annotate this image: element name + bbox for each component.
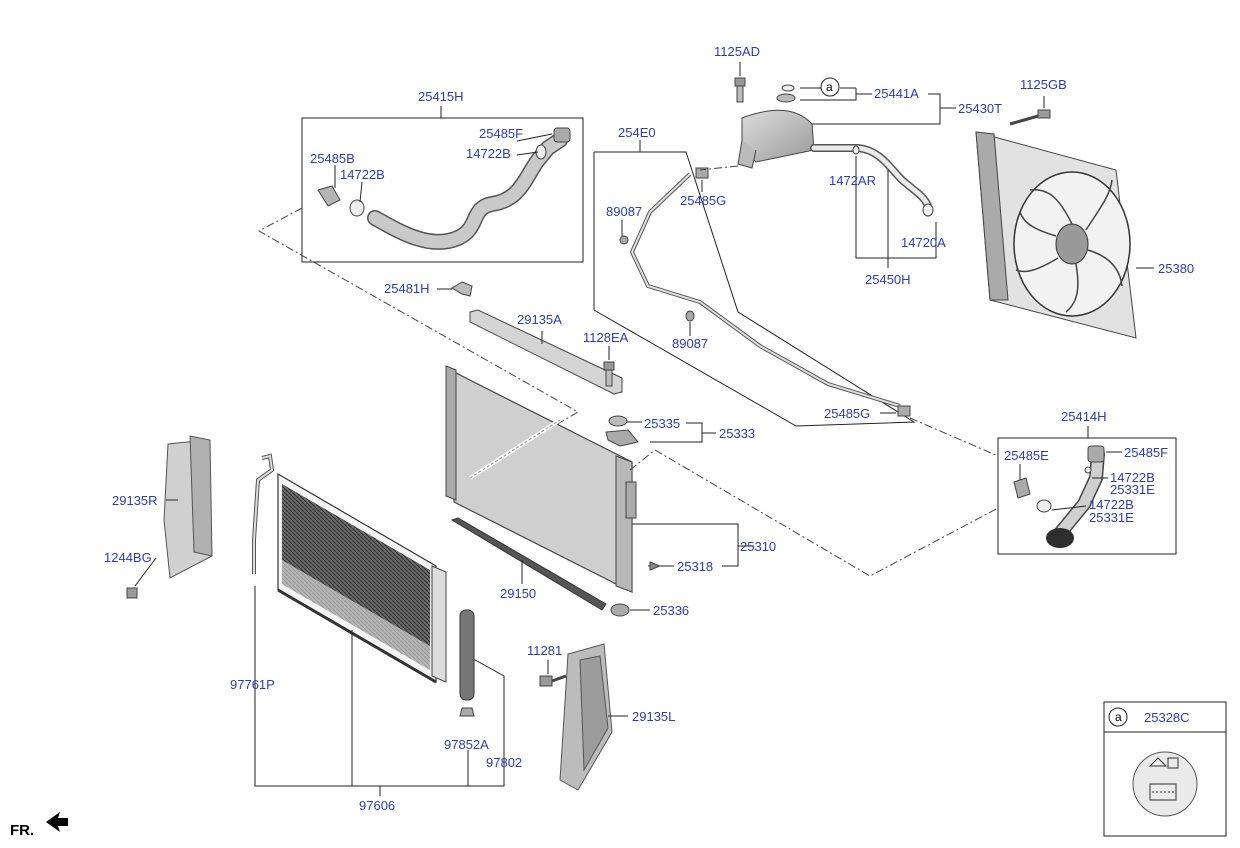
label-25331e-b[interactable]: 25331E	[1089, 510, 1134, 525]
inset-cap-group	[1103, 701, 1227, 837]
label-25485g-lower[interactable]: 25485G	[824, 406, 871, 421]
label-29135a[interactable]: 29135A	[517, 312, 562, 327]
label-29135r[interactable]: 29135R	[112, 493, 158, 508]
upper-hose-group	[301, 106, 584, 263]
bolt-11281-part	[539, 660, 567, 687]
hose-25450h-part	[810, 144, 937, 268]
clip-25481h-part	[451, 281, 473, 297]
label-25335[interactable]: 25335	[644, 416, 681, 431]
bolt-1125ad-part	[734, 62, 746, 103]
front-direction-label: FR.	[10, 822, 35, 839]
label-254e0[interactable]: 254E0	[618, 125, 656, 140]
fan-shroud-part	[975, 131, 1154, 339]
bolt-1125gb-part	[1009, 96, 1051, 126]
label-25485g-upper[interactable]: 25485G	[680, 193, 727, 208]
label-25336[interactable]: 25336	[653, 603, 690, 618]
condenser-part	[252, 453, 505, 796]
label-25333[interactable]: 25333	[719, 426, 756, 441]
lower-hose-group	[997, 426, 1177, 555]
label-97802[interactable]: 97802	[486, 755, 523, 770]
label-25380[interactable]: 25380	[1158, 261, 1195, 276]
label-29135l[interactable]: 29135L	[632, 709, 676, 724]
label-11281[interactable]: 11281	[527, 643, 563, 658]
label-89087-upper[interactable]: 89087	[606, 204, 643, 219]
reservoir-part	[737, 77, 956, 169]
air-guard-right-part	[163, 435, 213, 579]
label-1125gb[interactable]: 1125GB	[1020, 77, 1067, 92]
label-1125ad[interactable]: 1125AD	[714, 44, 761, 59]
front-arrow-icon	[46, 812, 68, 832]
strip-29150	[450, 517, 607, 611]
mount-25336-part	[610, 603, 630, 617]
air-guard-left-part	[559, 643, 628, 791]
label-25481h[interactable]: 25481H	[384, 281, 430, 296]
label-29150[interactable]: 29150	[500, 586, 537, 601]
label-25331e-a[interactable]: 25331E	[1110, 482, 1155, 497]
label-1472ar[interactable]: 1472AR	[829, 173, 876, 188]
label-25318[interactable]: 25318	[677, 559, 714, 574]
radiator-part	[445, 365, 637, 593]
label-1128ea[interactable]: 1128EA	[583, 330, 629, 345]
label-25414h[interactable]: 25414H	[1061, 409, 1107, 424]
label-1244bg[interactable]: 1244BG	[104, 550, 152, 565]
bracket-29135a	[469, 309, 623, 395]
label-25415h[interactable]: 25415H	[418, 89, 464, 104]
label-97606[interactable]: 97606	[359, 798, 396, 813]
bolt-1244bg-part	[126, 557, 157, 599]
label-25485f-lower[interactable]: 25485F	[1124, 445, 1169, 460]
label-25310[interactable]: 25310	[740, 539, 777, 554]
receiver-drier-part	[459, 609, 475, 717]
label-25485b[interactable]: 25485B	[310, 151, 355, 166]
label-25430t[interactable]: 25430T	[958, 101, 1003, 116]
label-25450h[interactable]: 25450H	[865, 272, 911, 287]
inset-callout-a: a	[1115, 710, 1122, 724]
label-14722b-lower-a[interactable]: 14722B	[1110, 470, 1155, 485]
label-25485f-upper[interactable]: 25485F	[479, 126, 524, 141]
inset-part-code[interactable]: 25328C	[1144, 710, 1190, 725]
label-14722b-upper[interactable]: 14722B	[466, 146, 511, 161]
bolt-1128ea-part	[603, 346, 615, 387]
label-89087-lower[interactable]: 89087	[672, 336, 709, 351]
label-14722b-left[interactable]: 14722B	[340, 167, 385, 182]
callout-a-circle[interactable]: a	[826, 80, 833, 94]
radiator-mount-group	[605, 415, 716, 447]
label-97761p[interactable]: 97761P	[230, 677, 275, 692]
label-25485e[interactable]: 25485E	[1004, 448, 1049, 463]
label-97852a[interactable]: 97852A	[444, 737, 489, 752]
vent-hose-group	[593, 140, 916, 427]
label-14720a[interactable]: 14720A	[901, 235, 946, 250]
label-25441a[interactable]: 25441A	[874, 86, 919, 101]
label-14722b-lower-b[interactable]: 14722B	[1089, 497, 1134, 512]
